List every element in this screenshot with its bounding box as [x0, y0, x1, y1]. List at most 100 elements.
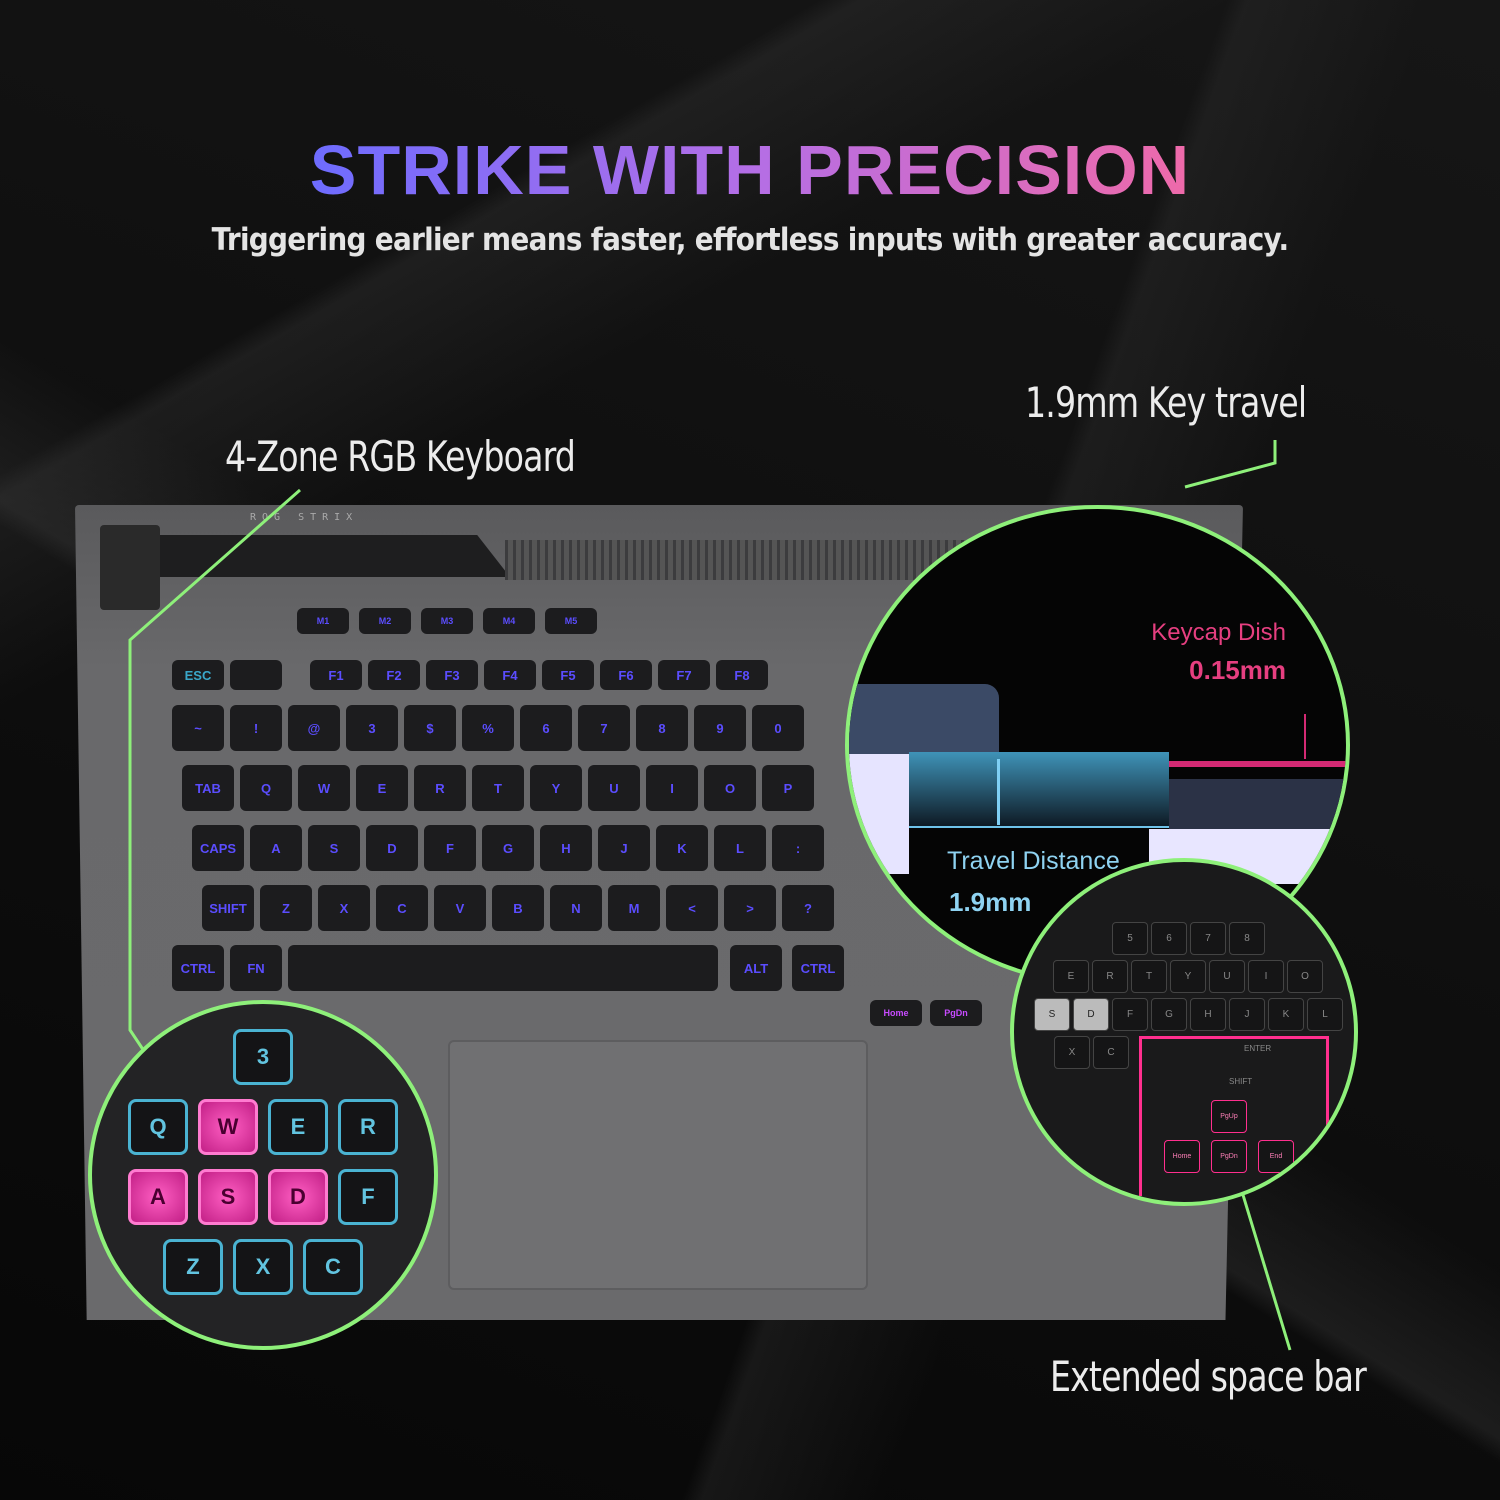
- travel-label: Travel Distance: [947, 847, 1120, 875]
- zoom-space-key: Y: [1170, 960, 1206, 993]
- enter-key-label: ENTER: [1244, 1044, 1272, 1053]
- keyboard-key: W: [298, 765, 350, 811]
- keyboard-key: $: [404, 705, 456, 751]
- travel-value: 1.9mm: [949, 887, 1032, 917]
- macro-key: M4: [483, 608, 535, 634]
- travel-arrow-icon: [997, 759, 1000, 825]
- switch-stem: [849, 754, 909, 874]
- keyboard-key: H: [540, 825, 592, 871]
- keyboard-key: F7: [658, 660, 710, 690]
- keyboard-key: F8: [716, 660, 768, 690]
- nav-key: Home: [870, 1000, 922, 1026]
- keyboard-key: R: [414, 765, 466, 811]
- zoom-space-key: E: [1053, 960, 1089, 993]
- keyboard-key: 6: [520, 705, 572, 751]
- keycap-shape: [849, 684, 999, 764]
- keyboard-key: ?: [782, 885, 834, 931]
- zoom-space-key: G: [1151, 998, 1187, 1031]
- zoom-space-key: X: [1054, 1036, 1090, 1069]
- zoom-key-f: F: [338, 1169, 398, 1225]
- keyboard-key: ALT: [730, 945, 782, 991]
- touchpad: [448, 1040, 868, 1290]
- spacebar-highlight-frame: [1139, 1036, 1329, 1196]
- keyboard-key: 8: [636, 705, 688, 751]
- keyboard-key: F2: [368, 660, 420, 690]
- keyboard-key: N: [550, 885, 602, 931]
- keyboard-key: F6: [600, 660, 652, 690]
- zoom-space-key: 6: [1151, 922, 1187, 955]
- keyboard-key: <: [666, 885, 718, 931]
- brand-logo: ROG STRIX: [250, 512, 359, 523]
- keyboard-key: 7: [578, 705, 630, 751]
- zoom-space-key: K: [1268, 998, 1304, 1031]
- keyboard-key: >: [724, 885, 776, 931]
- zoom-space-key: 8: [1229, 922, 1265, 955]
- keyboard-key: FN: [230, 945, 282, 991]
- dish-line: [1169, 761, 1346, 767]
- zoom-space-key: I: [1248, 960, 1284, 993]
- keyboard-key: K: [656, 825, 708, 871]
- keyboard-key: D: [366, 825, 418, 871]
- keyboard-key: [288, 945, 718, 991]
- zoom-space-key: O: [1287, 960, 1323, 993]
- keyboard-key: X: [318, 885, 370, 931]
- keyboard-key: 3: [346, 705, 398, 751]
- zoom-nav-key: PgUp: [1211, 1100, 1247, 1133]
- keyboard-key: L: [714, 825, 766, 871]
- zoom-key-e: E: [268, 1099, 328, 1155]
- keyboard-key: F3: [426, 660, 478, 690]
- keyboard-key: A: [250, 825, 302, 871]
- keyboard-key: CTRL: [172, 945, 224, 991]
- keyboard-key: Y: [530, 765, 582, 811]
- macro-key: M5: [545, 608, 597, 634]
- zoom-key-c: C: [303, 1239, 363, 1295]
- zoom-space-key: F: [1112, 998, 1148, 1031]
- macro-key: M3: [421, 608, 473, 634]
- keyboard-key: P: [762, 765, 814, 811]
- keyboard-key: E: [356, 765, 408, 811]
- zoom-key-s: S: [198, 1169, 258, 1225]
- keyboard-key: O: [704, 765, 756, 811]
- zoom-space-key: J: [1229, 998, 1265, 1031]
- keyboard-key: @: [288, 705, 340, 751]
- keyboard-key: TAB: [182, 765, 234, 811]
- zoom-space-key: R: [1092, 960, 1128, 993]
- keyboard-key: T: [472, 765, 524, 811]
- keyboard-key: G: [482, 825, 534, 871]
- zoom-space-key: L: [1307, 998, 1343, 1031]
- zoom-key-x: X: [233, 1239, 293, 1295]
- zoom-key-r: R: [338, 1099, 398, 1155]
- zoom-space-key: S: [1034, 998, 1070, 1031]
- callout-keyboard: 4-Zone RGB Keyboard: [225, 432, 576, 481]
- keycap-body: [1169, 779, 1346, 829]
- zoom-key-q: Q: [128, 1099, 188, 1155]
- keyboard-key: !: [230, 705, 282, 751]
- zoom-key-z: Z: [163, 1239, 223, 1295]
- zoom-space-key: T: [1131, 960, 1167, 993]
- callout-travel: 1.9mm Key travel: [1025, 378, 1307, 427]
- dish-label: Keycap Dish: [1151, 619, 1286, 646]
- keyboard-key: %: [462, 705, 514, 751]
- keyboard-key: V: [434, 885, 486, 931]
- keyboard-key: I: [646, 765, 698, 811]
- keyboard-key: B: [492, 885, 544, 931]
- zoom-space-key: 5: [1112, 922, 1148, 955]
- zoom-space-key: U: [1209, 960, 1245, 993]
- keyboard-key: 9: [694, 705, 746, 751]
- keyboard-key: S: [308, 825, 360, 871]
- keyboard-key: 0: [752, 705, 804, 751]
- keyboard-key: J: [598, 825, 650, 871]
- zoom-key-w: W: [198, 1099, 258, 1155]
- keyboard-key: SHIFT: [202, 885, 254, 931]
- page-title: STRIKE WITH PRECISION: [0, 130, 1500, 210]
- zoom-key-3: 3: [233, 1029, 293, 1085]
- zoom-space-key: D: [1073, 998, 1109, 1031]
- keyboard-key: [230, 660, 282, 690]
- keyboard-key: U: [588, 765, 640, 811]
- page-subtitle: Triggering earlier means faster, effortl…: [211, 222, 1289, 258]
- nav-key: PgDn: [930, 1000, 982, 1026]
- keyboard-key: :: [772, 825, 824, 871]
- keyboard-key: ESC: [172, 660, 224, 690]
